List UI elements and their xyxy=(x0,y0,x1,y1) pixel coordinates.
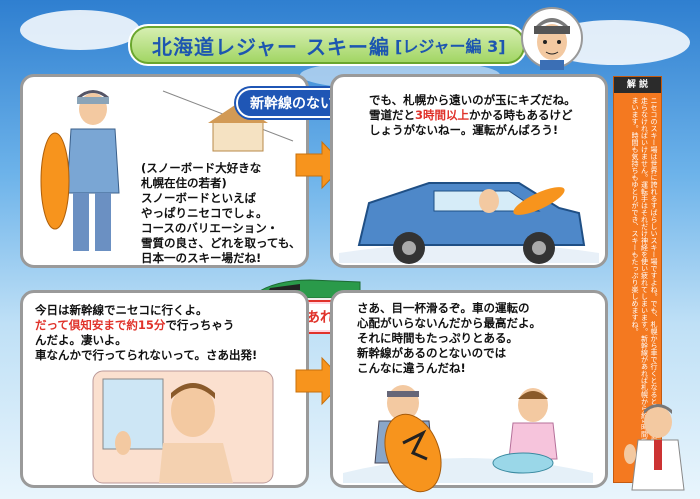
dialog-line: 雪道だと3時間以上かかる時もあるけど xyxy=(369,108,573,122)
panel-now-driving: でも、札幌から遠いのが玉にキズだね。 雪道だと3時間以上かかる時もあるけど しょ… xyxy=(330,74,608,268)
panel-now-snowboarder: (スノーボード大好きな 札幌在住の若者) スノーボードといえば やっぱりニセコで… xyxy=(20,74,309,268)
dialog-line: 心配がいらないんだから最高だよ。 xyxy=(357,316,541,330)
professor-avatar xyxy=(521,7,583,70)
panel-shinkansen-traveler: 今日は新幹線でニセコに行くよ。 だって倶知安まで約15分で行っちゃう んだよ。凄… xyxy=(20,290,309,488)
dialog-line: 札幌在住の若者) xyxy=(141,176,227,190)
explanation-text: ニセコのスキー場は世界に誇れるすばらしいスキー場ですよね。でも、札幌から車で行く… xyxy=(631,97,658,475)
dialog-line: (スノーボード大好きな xyxy=(141,161,262,175)
explanation-heading: 解 説 xyxy=(614,77,661,93)
dialog-line: だって倶知安まで約15分で行っちゃう xyxy=(35,318,235,332)
panel-shinkansen-skiing: さあ、目一杯滑るぞ。車の運転の 心配がいらないんだから最高だよ。 それに時間もた… xyxy=(330,290,608,493)
page-title: 北海道レジャー スキー編 xyxy=(152,35,390,59)
car-illustration xyxy=(339,182,599,264)
happy-skiers-illustration xyxy=(343,385,593,493)
ski-lift-illustration xyxy=(162,90,294,152)
dialog-line: コースのバリエーション・ xyxy=(141,221,279,235)
snowboarder-illustration xyxy=(40,90,120,251)
dialog-line: 日本一のスキー場だね! xyxy=(141,251,262,265)
dialog-line: でも、札幌から遠いのが玉にキズだね。 xyxy=(369,93,576,107)
dialog-line: スノーボードといえば xyxy=(141,191,256,205)
dialog-line: 車なんかで行ってられないって。さあ出発! xyxy=(35,348,258,362)
cloud xyxy=(20,10,140,50)
dialog-line: 今日は新幹線でニセコに行くよ。 xyxy=(35,303,208,317)
train-passenger-illustration xyxy=(92,370,274,484)
professor-illustration xyxy=(624,404,685,491)
dialog-line: やっぱりニセコでしょ。 xyxy=(141,206,268,220)
page-subtitle: [レジャー編 3] xyxy=(395,37,506,56)
dialog-line: さあ、目一杯滑るぞ。車の運転の xyxy=(357,301,530,315)
dialog-line: 雪質の良さ、どれを取っても、 xyxy=(141,236,301,250)
title-banner: 北海道レジャー スキー編 [レジャー編 3] xyxy=(128,24,527,66)
dialog-line: 新幹線があるのとないのでは xyxy=(357,346,507,360)
dialog-line: しょうがないねー。運転がんばろう! xyxy=(369,123,559,137)
dialog-line: それに時間もたっぷりとある。 xyxy=(357,331,518,345)
dialog-line: んだよ。凄いよ。 xyxy=(35,333,127,347)
dialog-line: こんなに違うんだね! xyxy=(357,361,466,375)
